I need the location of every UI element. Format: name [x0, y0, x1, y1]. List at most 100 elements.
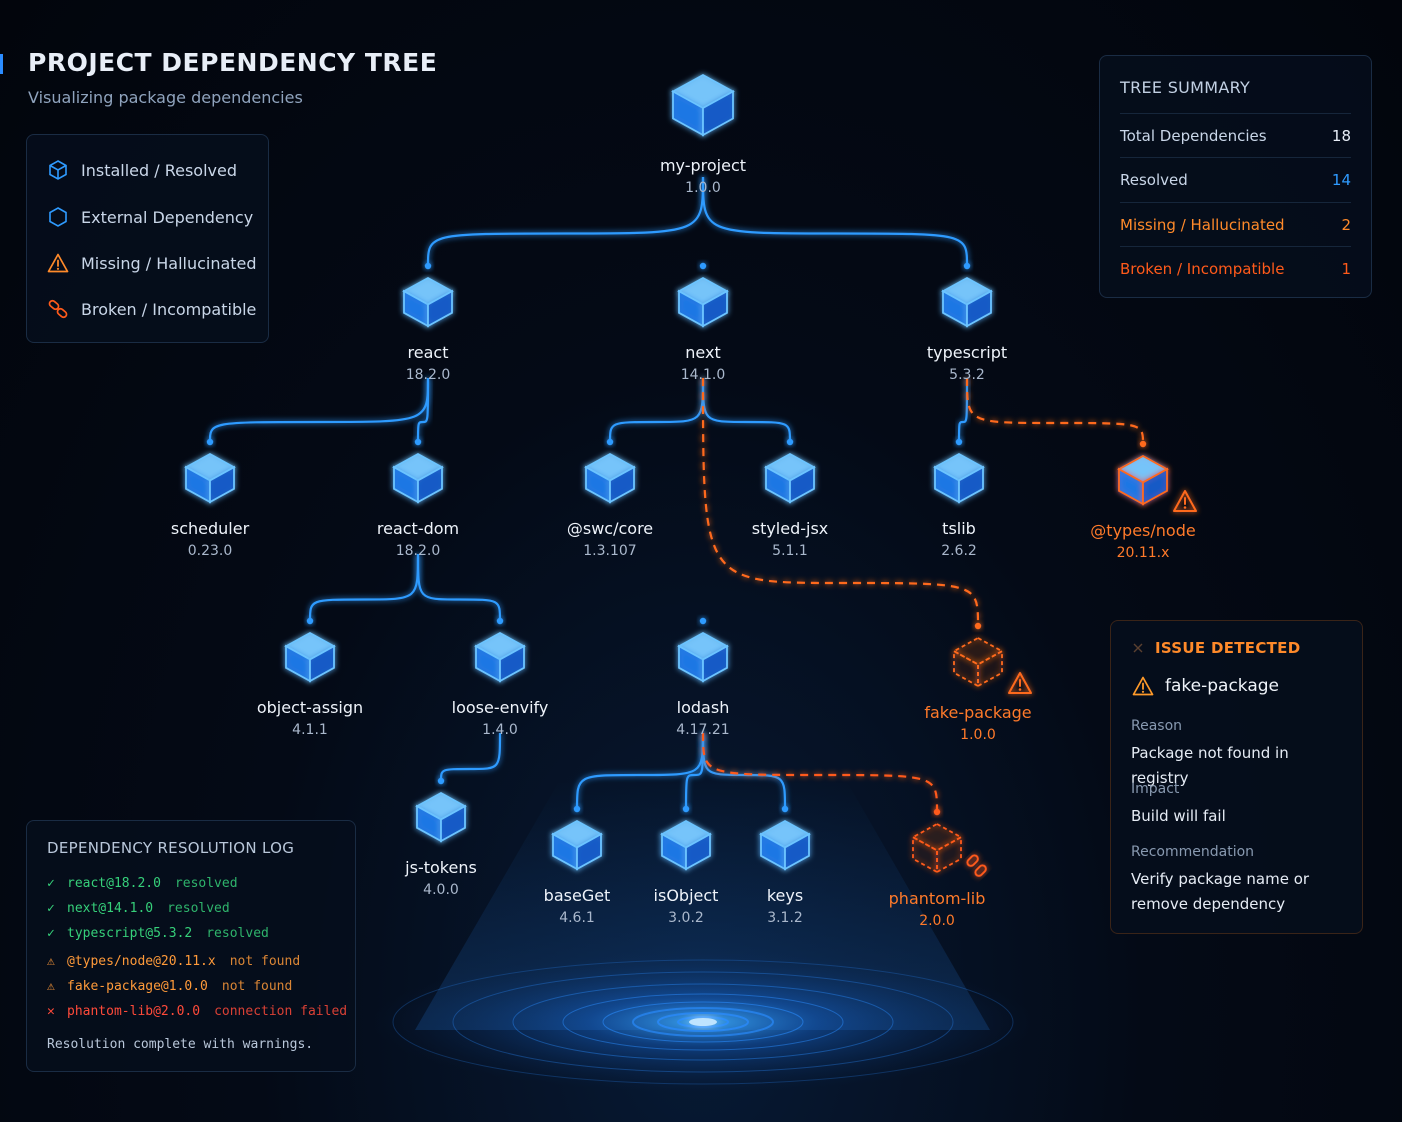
hexagon-icon	[49, 207, 67, 227]
node-name: scheduler	[170, 519, 250, 538]
node-object-assign[interactable]	[284, 631, 336, 683]
node-name: @types/node	[1090, 521, 1196, 540]
node-next[interactable]	[677, 276, 729, 328]
node-scheduler[interactable]	[184, 452, 236, 504]
edge-lodash-keys	[701, 732, 787, 810]
node-js-tokens[interactable]	[415, 791, 467, 843]
node-types-node[interactable]	[1117, 454, 1197, 512]
broken-link-icon	[48, 299, 68, 319]
issue-detected-panel: ISSUE DETECTED fake-package Reason Packa…	[1110, 620, 1363, 934]
summary-value: 1	[1341, 259, 1351, 278]
summary-row-total: Total Dependencies 18	[1120, 113, 1351, 157]
node-name: phantom-lib	[888, 889, 986, 908]
node-swc-core[interactable]	[584, 452, 636, 504]
issue-package: fake-package	[1131, 675, 1279, 697]
edge-end-dot	[963, 262, 971, 270]
edge-end-dot	[682, 805, 690, 813]
log-footer: Resolution complete with warnings.	[47, 1037, 314, 1052]
edge-end-dot	[573, 805, 581, 813]
node-keys[interactable]	[759, 819, 811, 871]
node-name: loose-envify	[451, 698, 549, 717]
summary-row-missing: Missing / Hallucinated 2	[1120, 202, 1351, 246]
check-icon: ✓	[47, 900, 55, 916]
issue-recommendation: Verify package name or remove dependency	[1131, 870, 1310, 913]
edge-end-dot	[437, 777, 445, 785]
edge-end-dot	[786, 438, 794, 446]
edge-end-dot	[955, 438, 963, 446]
tree-summary-panel: TREE SUMMARY Total Dependencies 18 Resol…	[1099, 55, 1372, 298]
edge-react-scheduler	[208, 377, 430, 443]
tree-nodes	[184, 73, 1197, 877]
node-version: 5.1.1	[772, 543, 808, 559]
node-version: 3.1.2	[767, 910, 803, 926]
node-version: 1.3.107	[583, 543, 637, 559]
page-subtitle: Visualizing package dependencies	[28, 88, 303, 107]
node-baseGet[interactable]	[551, 819, 603, 871]
log-message: resolved	[167, 900, 230, 916]
node-typescript[interactable]	[941, 276, 993, 328]
node-name: baseGet	[543, 886, 611, 905]
warning-icon	[47, 253, 69, 273]
close-icon[interactable]	[1131, 641, 1145, 655]
summary-value: 2	[1341, 215, 1351, 234]
node-react[interactable]	[402, 276, 454, 328]
node-lodash[interactable]	[677, 631, 729, 683]
node-version: 14.1.0	[680, 367, 726, 383]
edge-next-swc-core	[608, 377, 705, 443]
node-version: 1.4.0	[482, 722, 518, 738]
node-my-project[interactable]	[671, 73, 735, 137]
log-package: @types/node@20.11.x	[67, 953, 216, 969]
warning-icon: ⚠	[47, 953, 55, 969]
edge-react-dom-loose-envify	[416, 553, 502, 622]
node-name: react	[407, 343, 449, 362]
node-version: 4.1.1	[292, 722, 328, 738]
edge-next-styled-jsx	[701, 377, 792, 443]
edge-end-dot	[496, 617, 504, 625]
issue-impact-label: Impact	[1131, 781, 1180, 797]
log-message: resolved	[174, 875, 238, 891]
legend-label: Broken / Incompatible	[81, 299, 257, 319]
node-loose-envify[interactable]	[474, 631, 526, 683]
node-version: 4.0.0	[423, 882, 459, 898]
summary-row-broken: Broken / Incompatible 1	[1120, 246, 1351, 290]
edge-end-dot	[306, 617, 314, 625]
node-styled-jsx[interactable]	[764, 452, 816, 504]
edge-loose-envify-js-tokens	[439, 732, 502, 782]
edge-end-dot	[606, 438, 614, 446]
summary-label: Total Dependencies	[1120, 126, 1267, 145]
node-phantom-lib[interactable]	[911, 822, 987, 877]
edge-react-dom-object-assign	[308, 553, 420, 622]
check-icon: ✓	[47, 925, 55, 941]
node-react-dom[interactable]	[392, 452, 444, 504]
node-fake-package[interactable]	[952, 636, 1032, 694]
summary-value: 18	[1331, 126, 1351, 145]
node-name: @swc/core	[566, 519, 654, 538]
node-name: lodash	[676, 698, 730, 717]
edge-lodash-isObject	[684, 732, 705, 810]
edge-end-dot	[414, 438, 422, 446]
legend-item-broken: Broken / Incompatible	[47, 296, 256, 322]
edge-lodash-phantom-lib	[701, 732, 939, 813]
node-isObject[interactable]	[660, 819, 712, 871]
node-tslib[interactable]	[933, 452, 985, 504]
edge-my-project-typescript	[701, 176, 969, 267]
tree-edges	[206, 176, 1147, 816]
node-label-loose-envify: loose-envify 1.4.0	[452, 697, 549, 741]
